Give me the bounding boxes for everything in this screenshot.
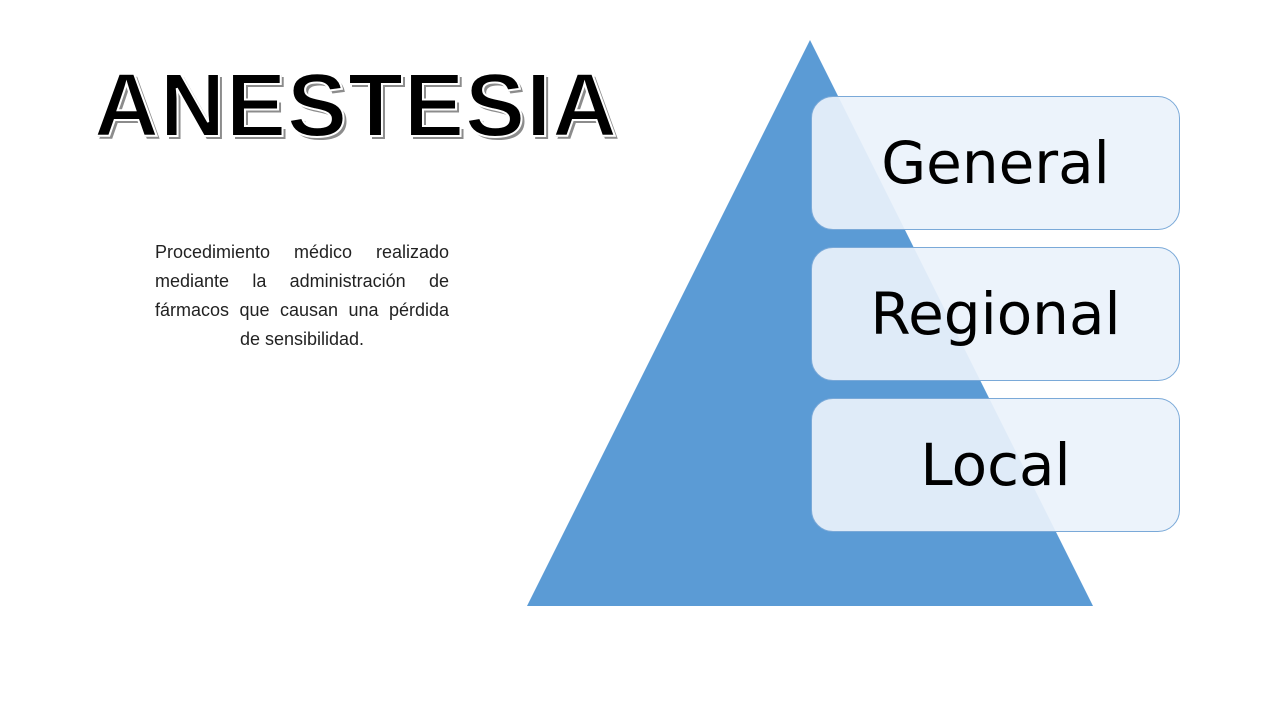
pyramid-level-local: Local — [811, 398, 1180, 532]
pyramid-level-regional: Regional — [811, 247, 1180, 381]
pyramid-level-label: General — [881, 129, 1110, 197]
slide-title: ANESTESIA — [93, 55, 619, 157]
pyramid-level-general: General — [811, 96, 1180, 230]
pyramid-level-label: Regional — [870, 280, 1121, 348]
pyramid-level-label: Local — [920, 431, 1071, 499]
description-text: Procedimiento médico realizado mediante … — [155, 242, 449, 349]
